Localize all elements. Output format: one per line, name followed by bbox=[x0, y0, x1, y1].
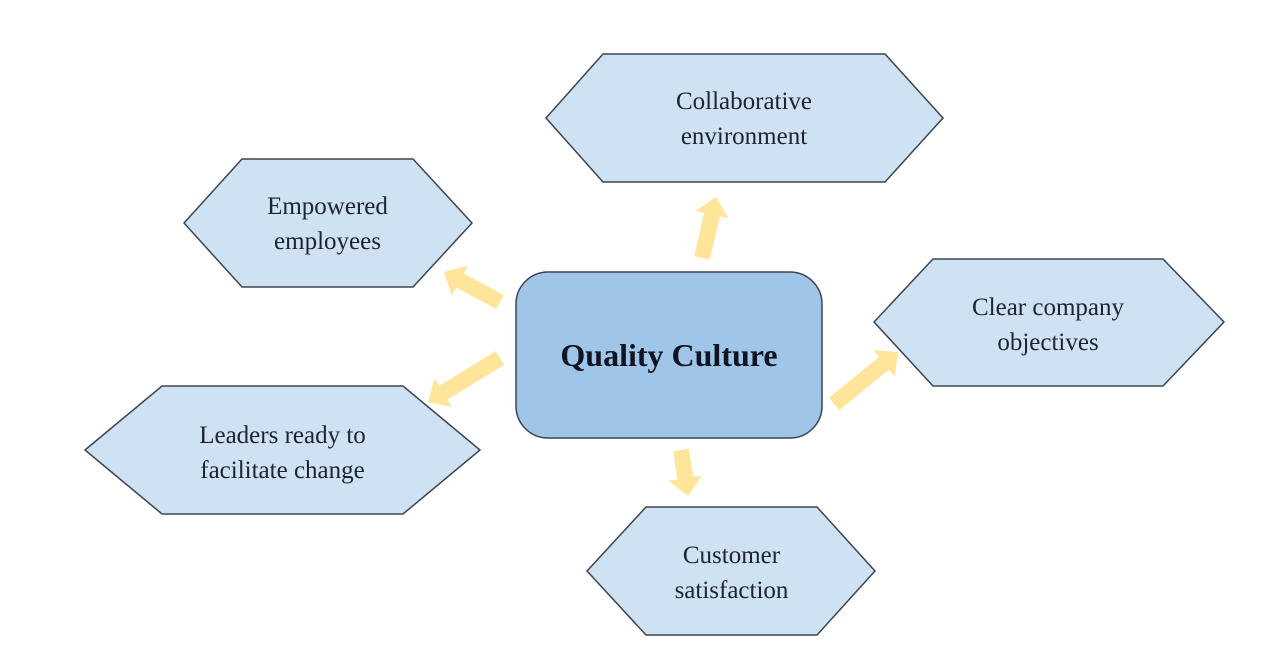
node-text: satisfaction bbox=[674, 577, 789, 604]
node-text: Empowered bbox=[267, 193, 388, 220]
node-text: employees bbox=[274, 228, 381, 255]
hex-collaborative bbox=[544, 53, 945, 183]
center-box bbox=[515, 271, 823, 439]
node-text: Clear company bbox=[971, 294, 1125, 321]
arrow-to-leaders-icon bbox=[428, 351, 505, 408]
hex-leaders bbox=[83, 385, 482, 515]
hex-empowered bbox=[182, 158, 474, 288]
node-text: Leaders ready to bbox=[199, 422, 366, 449]
node-leaders: Leaders ready to facilitate change bbox=[162, 418, 403, 488]
arrow-to-empowered-icon bbox=[444, 265, 504, 310]
node-text: Customer bbox=[682, 542, 781, 569]
hex-customer bbox=[585, 506, 877, 636]
arrow-to-clear-icon bbox=[828, 350, 898, 411]
arrow-to-customer-icon bbox=[668, 448, 703, 496]
node-text: objectives bbox=[997, 329, 1099, 356]
node-text: Collaborative bbox=[675, 88, 813, 115]
center-label: Quality Culture bbox=[560, 336, 778, 373]
arrow-to-collaborative-icon bbox=[694, 197, 729, 260]
node-text: environment bbox=[680, 123, 808, 150]
node-text: facilitate change bbox=[200, 457, 365, 484]
hex-clear bbox=[872, 258, 1226, 387]
node-empowered: Empowered employees bbox=[242, 189, 413, 259]
node-clear: Clear company objectives bbox=[933, 290, 1163, 360]
node-customer: Customer satisfaction bbox=[646, 538, 817, 608]
node-collaborative: Collaborative environment bbox=[603, 84, 885, 154]
